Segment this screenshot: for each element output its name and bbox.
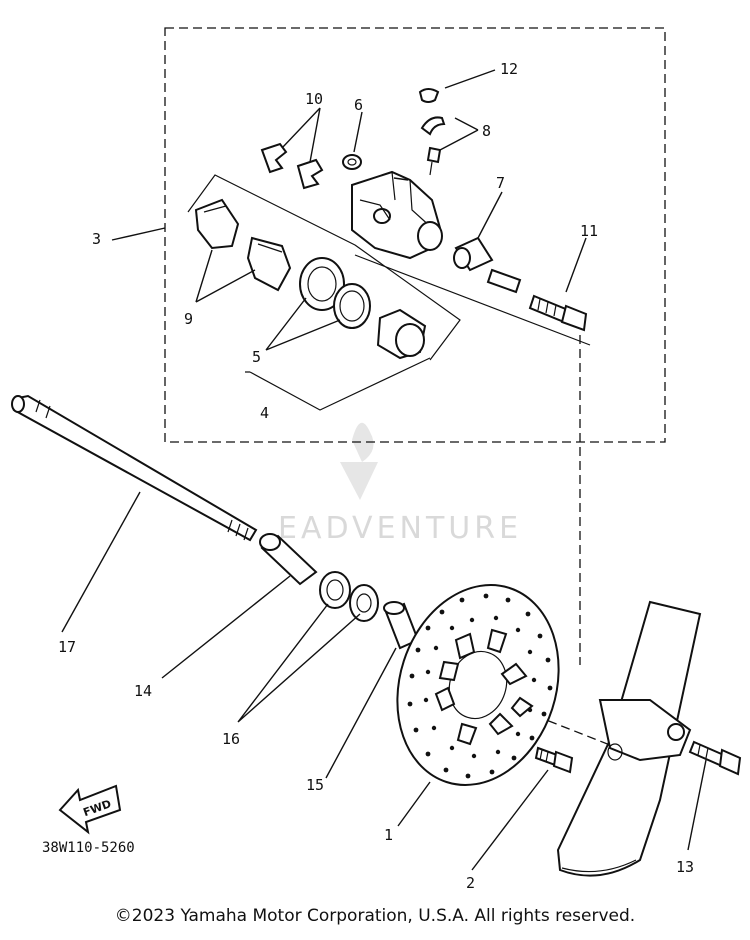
part-5-piston-seals xyxy=(299,257,371,329)
part-15-collar xyxy=(383,601,420,650)
label-12: 12 xyxy=(500,60,518,78)
label-3: 3 xyxy=(92,230,101,248)
part-6-cap xyxy=(342,154,362,170)
label-8: 8 xyxy=(482,122,491,140)
label-4: 4 xyxy=(260,404,269,422)
fwd-arrow-icon: FWD xyxy=(58,784,122,835)
part-3-caliper-body xyxy=(351,170,443,260)
part-2-disc-bolt xyxy=(534,746,574,774)
seal-kit-bracket xyxy=(187,174,461,411)
label-7: 7 xyxy=(496,174,505,192)
label-6: 6 xyxy=(354,96,363,114)
part-7-slide-boot xyxy=(453,236,522,294)
label-11: 11 xyxy=(580,222,598,240)
front-fork-leg xyxy=(556,600,702,877)
part-11-caliper-bolt xyxy=(528,294,588,332)
part-17-axle xyxy=(11,394,258,542)
label-14: 14 xyxy=(134,682,152,700)
part-8-bleed-screw xyxy=(420,116,446,176)
label-10: 10 xyxy=(305,90,323,108)
caliper-bracket-line xyxy=(354,254,591,346)
part-16-bearing-seal xyxy=(319,571,379,622)
watermark-logo-icon xyxy=(340,422,378,500)
label-9: 9 xyxy=(184,310,193,328)
part-10-pad-clips xyxy=(260,142,324,190)
part-12-bleed-cap xyxy=(418,88,440,103)
leader-lines xyxy=(61,69,707,871)
copyright-notice: ©2023 Yamaha Motor Corporation, U.S.A. A… xyxy=(114,906,636,926)
part-4-piston xyxy=(376,308,427,360)
watermark: EADVENTURE xyxy=(278,422,522,546)
watermark-text: EADVENTURE xyxy=(278,511,522,546)
label-16: 16 xyxy=(222,730,240,748)
part-13-bracket-bolt xyxy=(688,740,742,776)
part-14-spacer xyxy=(259,533,318,586)
label-17: 17 xyxy=(58,638,76,656)
part-9-brake-pads xyxy=(194,198,292,292)
label-15: 15 xyxy=(306,776,324,794)
label-13: 13 xyxy=(676,858,694,876)
label-2: 2 xyxy=(466,874,475,892)
part-number-labels: 12 10 6 8 7 11 3 9 5 4 17 14 16 15 1 2 1… xyxy=(58,60,694,892)
label-5: 5 xyxy=(252,348,261,366)
part-1-brake-disc xyxy=(396,584,560,786)
diagram-code: 38W110-5260 xyxy=(42,840,135,856)
label-1: 1 xyxy=(384,826,393,844)
caliper-assembly-box xyxy=(164,27,666,443)
